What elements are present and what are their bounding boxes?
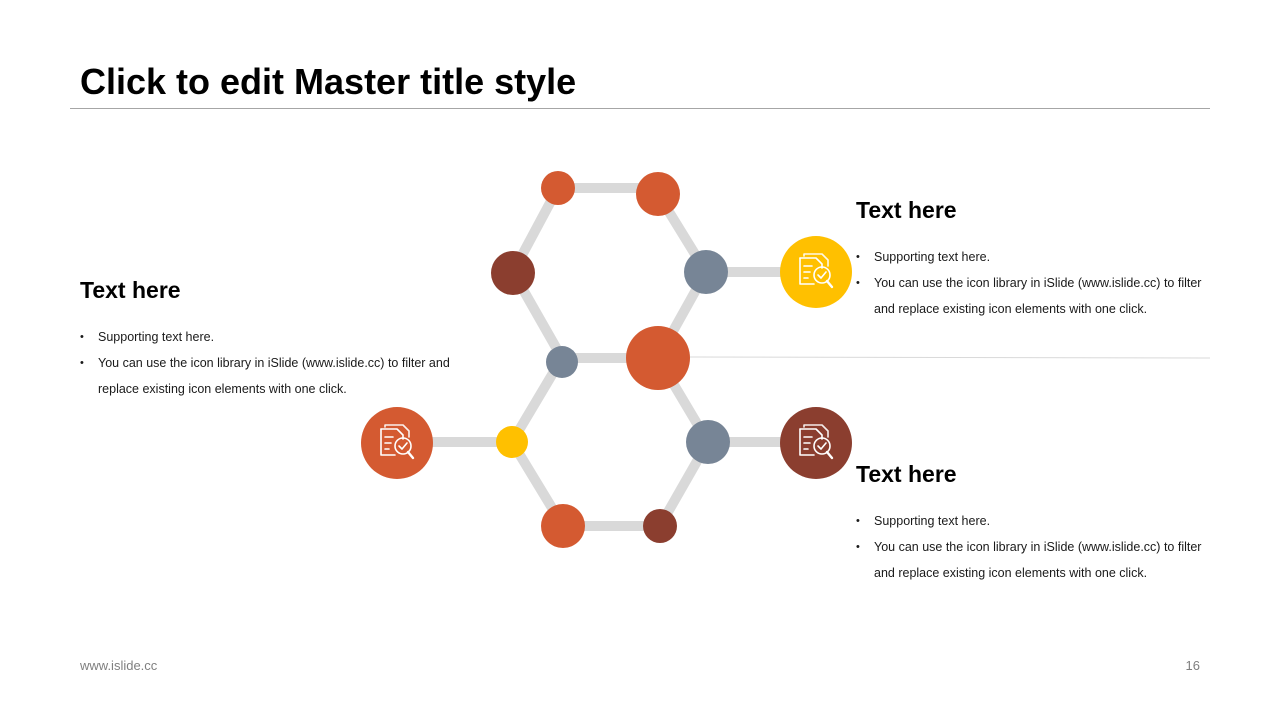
node-bottom-left [541,504,585,548]
footer-url[interactable]: www.islide.cc [80,658,158,673]
icon-badge-top-right [780,236,852,308]
node-center [626,326,690,390]
bullet-item: Supporting text here. [80,324,450,350]
bullet-item: You can use the icon library in iSlide (… [856,534,1216,586]
block-heading: Text here [80,277,181,303]
document-search-icon [380,424,415,460]
node-bottom-right [643,509,677,543]
bullet-item: You can use the icon library in iSlide (… [856,270,1216,322]
center-divider-line [689,356,1211,359]
bullet-item: Supporting text here. [856,244,1216,270]
bullet-list: Supporting text here. You can use the ic… [80,324,450,402]
node-mid-left [546,346,578,378]
document-search-icon [799,424,834,460]
node-upper-left [491,251,535,295]
block-heading: Text here [856,461,957,487]
bullet-list: Supporting text here. You can use the ic… [856,244,1216,322]
page-title: Click to edit Master title style [80,61,577,102]
node-top-left [541,171,575,205]
text-block-left: Text here Supporting text here. You can … [80,276,450,402]
node-lower-left [496,426,528,458]
node-upper-right [684,250,728,294]
title-divider [70,108,1210,109]
bullet-item: Supporting text here. [856,508,1216,534]
icon-badge-left [361,407,433,479]
text-block-bottom-right: Text here Supporting text here. You can … [856,460,1216,586]
bullet-item: You can use the icon library in iSlide (… [80,350,450,402]
text-block-top-right: Text here Supporting text here. You can … [856,196,1216,322]
page-number: 16 [1185,658,1200,673]
document-search-icon [799,253,834,289]
node-lower-right [686,420,730,464]
block-heading: Text here [856,197,957,223]
node-top-right [636,172,680,216]
bullet-list: Supporting text here. You can use the ic… [856,508,1216,586]
icon-badge-bottom-right [780,407,852,479]
